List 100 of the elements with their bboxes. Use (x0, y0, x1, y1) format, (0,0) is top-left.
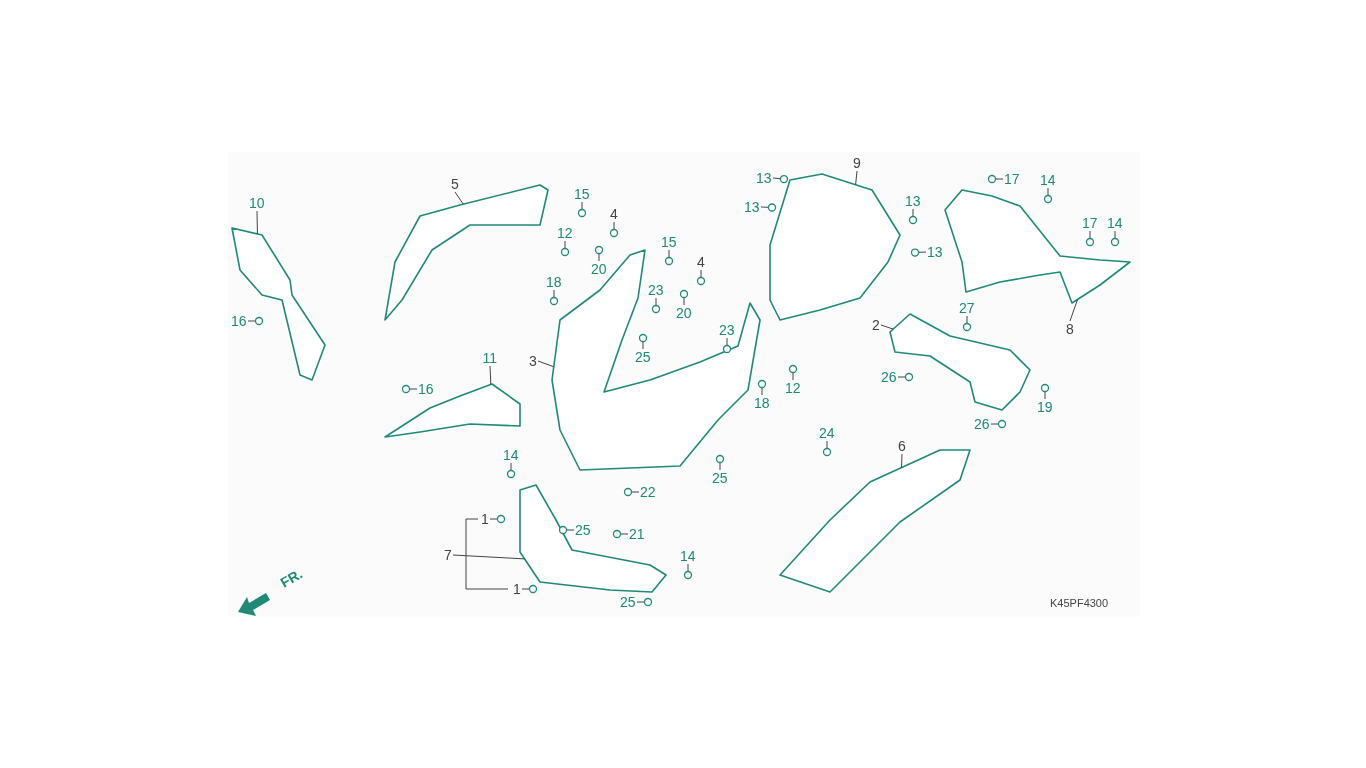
leader-line (687, 563, 689, 572)
callout-number: 25 (619, 594, 637, 610)
callout-number: 26 (880, 369, 898, 385)
leader-line (452, 554, 526, 560)
callout-number: 13 (904, 193, 922, 209)
leader-line (918, 251, 927, 253)
callout-number: 26 (973, 416, 991, 432)
callout-number: 25 (634, 349, 652, 365)
callout-number: 27 (958, 300, 976, 316)
leader-line (792, 372, 794, 381)
callout-number: 12 (784, 380, 802, 396)
leader-line (489, 365, 492, 385)
direction-label: FR. (277, 565, 306, 591)
callout-number: 13 (755, 170, 773, 186)
callout-number: 25 (711, 470, 729, 486)
callout-number: 16 (417, 381, 435, 397)
leader-line (564, 240, 566, 249)
leader-line (642, 341, 644, 350)
callout-number: 23 (647, 282, 665, 298)
callout-number: 16 (230, 313, 248, 329)
leader-line (256, 210, 258, 235)
leader-line (489, 518, 498, 520)
callout-number: 15 (660, 234, 678, 250)
leader-line (553, 289, 555, 298)
callout-number: 9 (852, 155, 862, 171)
leader-line (620, 533, 629, 535)
callout-number: 1 (480, 511, 490, 527)
leader-line (995, 178, 1004, 180)
leader-line (655, 297, 657, 306)
leader-line (855, 170, 858, 186)
callout-number: 20 (675, 305, 693, 321)
callout-number: 12 (556, 225, 574, 241)
callout-number: 23 (718, 322, 736, 338)
leader-line (826, 440, 828, 449)
leader-line (521, 588, 530, 590)
callout-number: 15 (573, 186, 591, 202)
leader-line (990, 423, 999, 425)
leader-line (760, 206, 769, 208)
leader-line (1114, 230, 1116, 239)
mirror-drawing (231, 227, 326, 381)
side-cover-drawing (779, 449, 971, 593)
mirror-drawing (384, 383, 521, 438)
callout-number: 17 (1003, 171, 1021, 187)
leader-line (537, 360, 555, 368)
drawing-code: K45PF4300 (1050, 597, 1109, 609)
leader-line (719, 462, 721, 471)
callout-number: 6 (897, 438, 907, 454)
callout-number: 13 (926, 244, 944, 260)
leader-line (726, 337, 728, 346)
callout-number: 7 (443, 547, 453, 563)
leader-line (897, 376, 906, 378)
leader-line (1044, 391, 1046, 400)
callout-number: 1 (512, 581, 522, 597)
leader-line (1047, 187, 1049, 196)
callout-number: 14 (679, 548, 697, 564)
windscreen-drawing (769, 173, 901, 321)
callout-number: 8 (1065, 321, 1075, 337)
callout-number: 4 (696, 254, 706, 270)
callout-number: 14 (1039, 172, 1057, 188)
callout-number: 14 (1106, 215, 1124, 231)
leader-line (772, 177, 781, 180)
leader-line (683, 297, 685, 306)
callout-number: 20 (590, 261, 608, 277)
leader-line (510, 462, 512, 471)
callout-number: 13 (743, 199, 761, 215)
callout-number: 25 (574, 522, 592, 538)
leader-line (912, 208, 914, 217)
callout-number: 10 (248, 195, 266, 211)
leader-line (668, 249, 670, 258)
leader-line (700, 269, 702, 278)
callout-number: 22 (639, 484, 657, 500)
callout-number: 24 (818, 425, 836, 441)
callout-number: 2 (871, 317, 881, 333)
leader-line (409, 388, 418, 390)
leader-line (613, 221, 615, 230)
callout-number: 11 (481, 350, 499, 366)
callout-number: 14 (502, 447, 520, 463)
leader-line (581, 201, 583, 210)
leader-line (1069, 298, 1078, 322)
leader-line (966, 315, 968, 324)
inner-cover-drawing (944, 189, 1131, 304)
callout-number: 19 (1036, 399, 1054, 415)
leader-line (598, 253, 600, 262)
leader-line (636, 601, 645, 603)
callout-number: 17 (1081, 215, 1099, 231)
leader-line (880, 324, 894, 330)
leader-line (631, 491, 640, 493)
callout-number: 21 (628, 526, 646, 542)
leader-line (761, 387, 763, 396)
leader-line (901, 453, 903, 469)
leader-line (454, 191, 464, 205)
under-cover-drawing (519, 484, 667, 593)
leader-line (247, 320, 256, 322)
callout-number: 3 (528, 353, 538, 369)
callout-number: 5 (450, 176, 460, 192)
leader-line (1089, 230, 1091, 239)
callout-number: 18 (545, 274, 563, 290)
leader-line (566, 529, 575, 531)
callout-number: 18 (753, 395, 771, 411)
callout-number: 4 (609, 206, 619, 222)
